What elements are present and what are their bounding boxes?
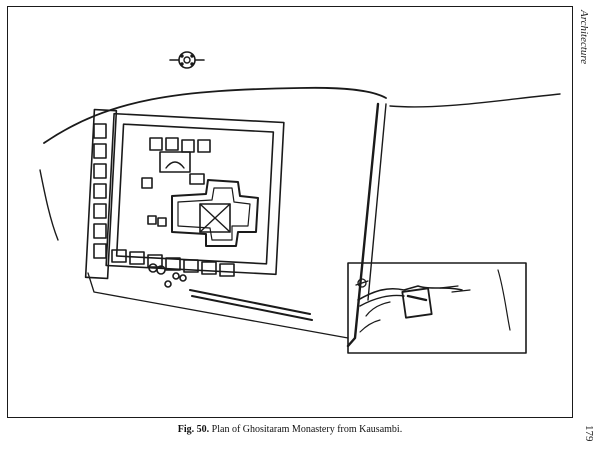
compass-rose-icon <box>169 51 205 69</box>
stupa-platform <box>171 179 259 247</box>
figure-frame <box>7 6 573 418</box>
left-bank-line <box>39 169 59 241</box>
inset-location-map <box>347 262 527 354</box>
monastery-enclosure <box>84 108 285 288</box>
page-number: 179 <box>580 425 598 455</box>
east-wall-line <box>346 102 380 348</box>
east-wall-inner-line <box>367 103 387 301</box>
figure-number: Fig. 50. <box>177 424 210 435</box>
stupa-core <box>199 203 231 233</box>
river-bank-line <box>43 86 387 144</box>
south-wall-line <box>87 272 349 339</box>
running-head: Architecture <box>574 8 598 168</box>
south-wall-double-line <box>189 289 313 321</box>
right-bank-line <box>389 93 561 108</box>
running-head-text: Architecture <box>578 10 590 65</box>
page-number-text: 179 <box>583 425 595 442</box>
figure-caption: Fig. 50. Plan of Ghositaram Monastery fr… <box>0 424 580 435</box>
figure-title: Plan of Ghositaram Monastery from Kausam… <box>211 424 403 435</box>
